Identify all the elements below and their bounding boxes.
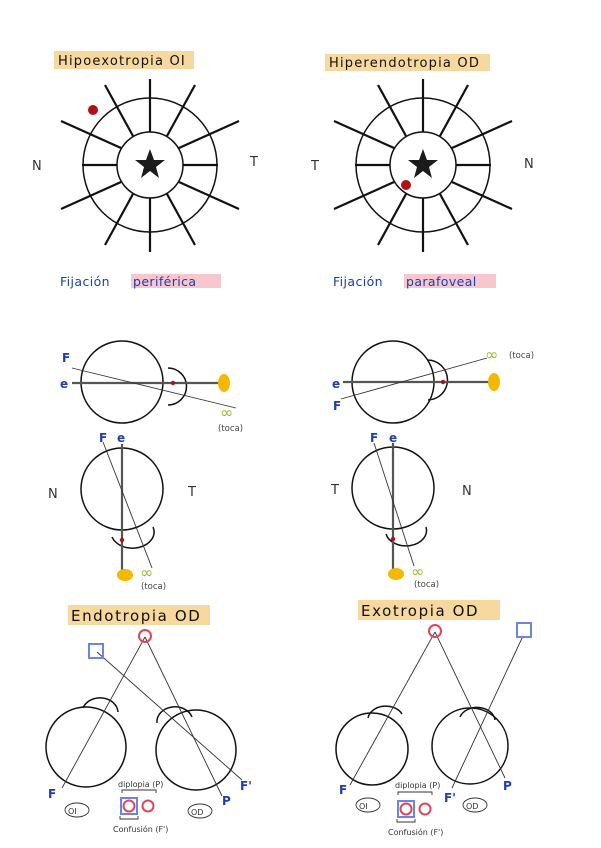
- infinity-icon: ∞: [485, 345, 498, 364]
- label-eccentric: e: [389, 431, 397, 445]
- title-hipoexotropia: Hipoexotropia OI: [58, 54, 186, 69]
- side-label-t: T: [187, 485, 196, 500]
- star-icon: [135, 149, 165, 178]
- side-label-n: N: [462, 484, 472, 499]
- eye-label-oi: OI: [68, 807, 77, 816]
- side-label-n: N: [524, 157, 534, 172]
- side-label-t: T: [249, 155, 258, 170]
- confusion-bracket: [119, 816, 139, 820]
- label-fovea: F: [62, 351, 70, 365]
- blue-square-icon: [88, 643, 104, 659]
- caption-fixation-type: parafoveal: [406, 274, 477, 289]
- pink-circle-icon: [138, 629, 152, 643]
- binocular-eyes-right: [335, 631, 524, 789]
- label-fovea: F: [48, 787, 56, 801]
- eye-label-oi-outline: [64, 802, 90, 818]
- pink-circle-icon: [122, 799, 136, 813]
- eye-label-od: OD: [191, 808, 203, 817]
- pink-circle-icon: [428, 624, 442, 638]
- confusion-label: Confusión (F'): [113, 824, 168, 834]
- star-icon: [408, 149, 438, 178]
- title-exotropia: Exotropia OD: [361, 602, 479, 620]
- label-eccentric: e: [60, 377, 68, 391]
- side-label-n: N: [32, 159, 42, 174]
- caption-highlight: [404, 274, 496, 288]
- label-eccentric: e: [117, 431, 125, 445]
- caption-highlight: [131, 274, 221, 288]
- eye-horizontal-right: [340, 340, 491, 424]
- red-dot-icon: [401, 180, 411, 190]
- label-fovea: F: [370, 431, 378, 445]
- eye-label-oi: OI: [359, 802, 368, 811]
- side-label-t: T: [310, 159, 319, 174]
- title-hiperendotropia: Hiperendotropia OD: [329, 56, 480, 71]
- label-fovea: F: [339, 783, 347, 797]
- red-dot-icon: [88, 105, 98, 115]
- sun-icon: [218, 374, 230, 392]
- diplopia-label: diplopia (P): [118, 780, 163, 789]
- label-point: P: [222, 794, 231, 808]
- eye-vertical-right: [351, 442, 435, 570]
- infinity-icon: ∞: [220, 403, 233, 422]
- diplopia-bracket: [121, 789, 157, 793]
- eye-label-oi-outline: [355, 797, 381, 813]
- blue-square-icon: [397, 800, 415, 818]
- eye-label-od-outline: [187, 803, 213, 819]
- title-highlight: [68, 605, 210, 625]
- title-endotropia: Endotropia OD: [71, 607, 201, 625]
- confusion-label: Confusión (F'): [388, 827, 443, 837]
- eye-label-od-outline: [462, 797, 488, 813]
- blue-square-icon: [516, 622, 532, 638]
- diplopia-bracket: [397, 791, 433, 795]
- confusion-bracket: [396, 819, 416, 823]
- eye-horizontal-left: [71, 340, 237, 424]
- label-eccentric: e: [332, 377, 340, 391]
- infinity-icon: ∞: [411, 562, 424, 581]
- note-toca: (toca): [141, 582, 166, 592]
- fundus-grid-right: [333, 79, 513, 252]
- sun-icon: [388, 568, 404, 580]
- title-highlight: [54, 51, 194, 69]
- title-highlight: [358, 600, 500, 620]
- side-label-t: T: [330, 483, 339, 498]
- pink-circle-icon: [141, 799, 155, 813]
- fundus-grid-left: [60, 79, 240, 252]
- title-highlight: [325, 54, 490, 71]
- side-label-n: N: [48, 487, 58, 502]
- eye-label-od: OD: [466, 802, 478, 811]
- sun-icon: [117, 569, 133, 581]
- label-fovea-prime: F': [444, 791, 456, 805]
- caption-prefix: Fijación: [60, 274, 110, 289]
- diplopia-label: diplopia (P): [395, 781, 440, 790]
- note-toca: (toca): [509, 351, 534, 361]
- label-fovea-prime: F': [240, 779, 252, 793]
- caption-fixation-type: periférica: [133, 274, 196, 289]
- pink-circle-icon: [399, 802, 413, 816]
- eye-vertical-left: [80, 441, 164, 570]
- note-toca: (toca): [414, 580, 439, 590]
- binocular-eyes-left: [45, 636, 243, 797]
- label-point: P: [503, 779, 512, 793]
- blue-square-icon: [120, 797, 138, 815]
- infinity-icon: ∞: [140, 563, 153, 582]
- note-toca: (toca): [218, 424, 243, 434]
- caption-prefix: Fijación: [333, 274, 383, 289]
- pink-circle-icon: [418, 802, 432, 816]
- sun-icon: [488, 373, 500, 391]
- label-fovea: F: [333, 399, 341, 413]
- label-fovea: F: [99, 431, 107, 445]
